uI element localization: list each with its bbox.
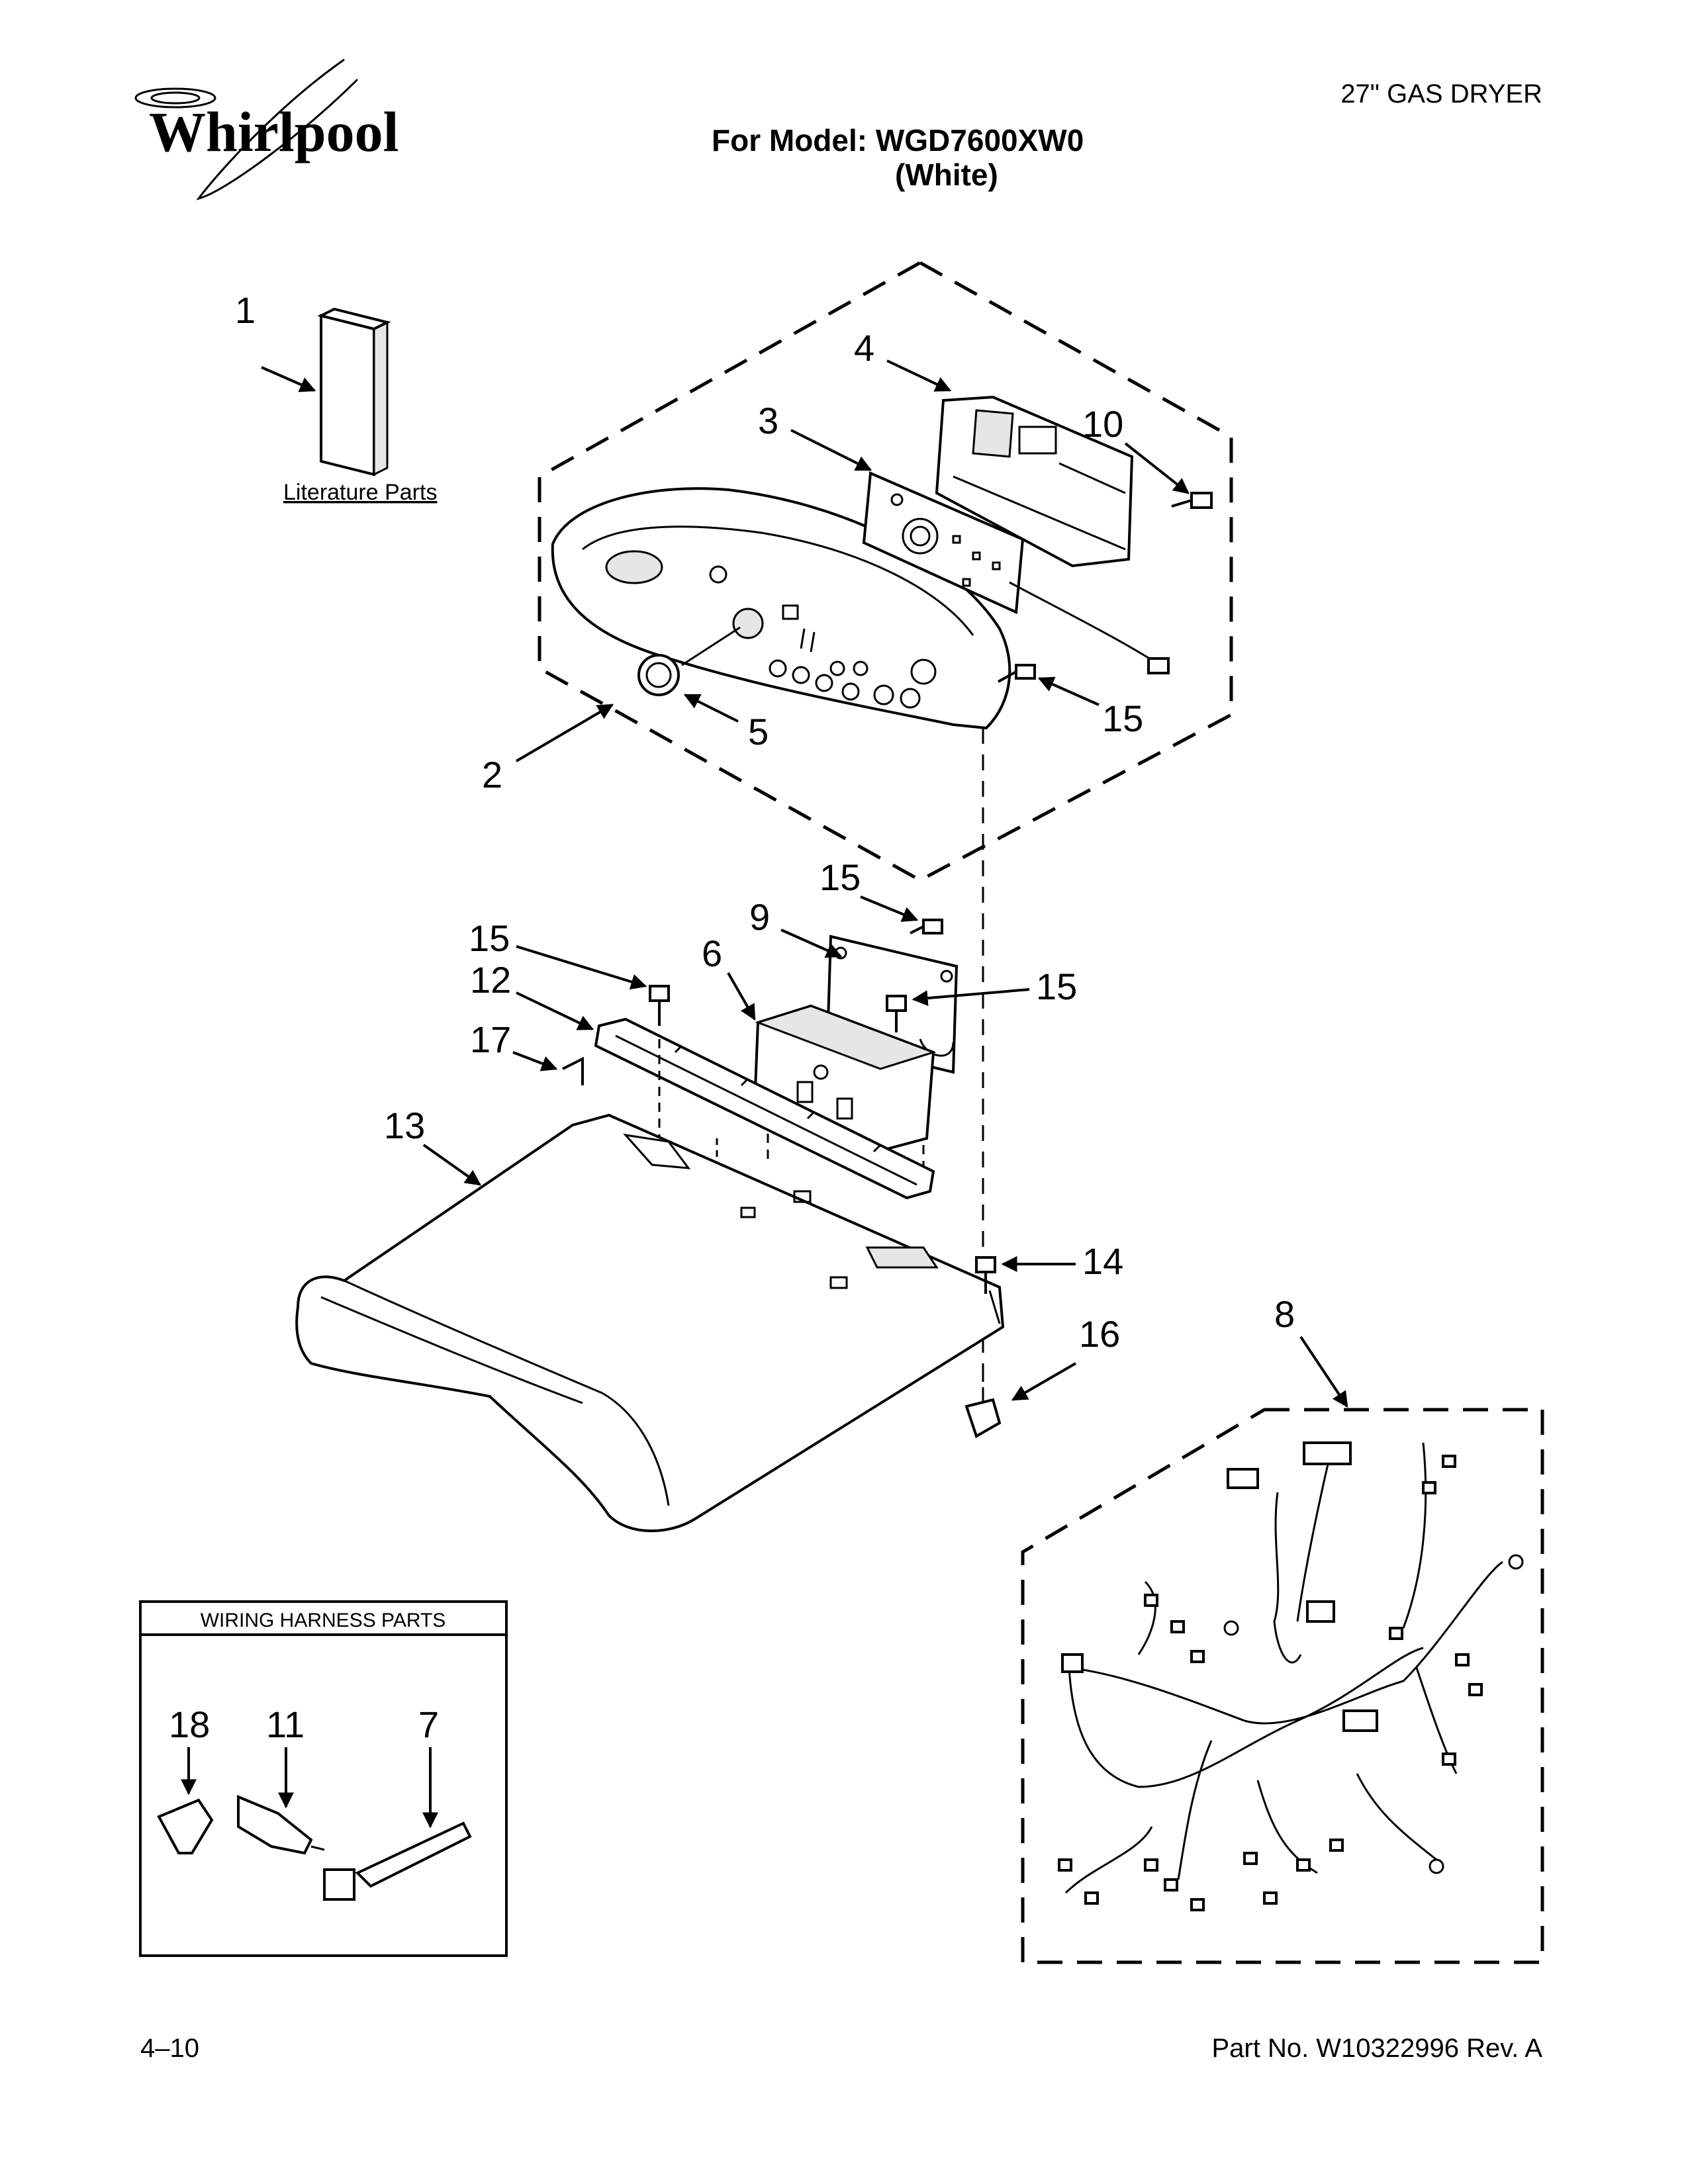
- user-interface-housing: [935, 395, 1134, 568]
- callout-14: 14: [1082, 1240, 1123, 1282]
- callout-11: 11: [266, 1704, 305, 1745]
- cable-tie-7: [323, 1821, 472, 1901]
- terminal-11: [237, 1795, 325, 1855]
- callout-9: 9: [749, 896, 770, 938]
- literature-label: Literature Parts: [283, 480, 437, 505]
- screw-15-bracket-side: [886, 995, 907, 1032]
- callouts: 1 2 3 4 5 6 7 8 9 10 11 12 13 14 15 15 1: [169, 289, 1348, 1829]
- callout-4: 4: [854, 327, 874, 369]
- callout-16: 16: [1079, 1313, 1120, 1355]
- wiring-box-title: WIRING HARNESS PARTS: [201, 1610, 446, 1631]
- knob: [637, 626, 741, 696]
- callout-15c: 15: [1036, 966, 1077, 1007]
- callout-12: 12: [470, 959, 511, 1001]
- hex-key: [562, 1056, 584, 1085]
- screw-15-bracket-top: [910, 919, 943, 934]
- console-mount-rail: [594, 1017, 935, 1200]
- screw-15-console: [998, 664, 1036, 683]
- page-number: 4–10: [140, 2034, 199, 2063]
- callout-1: 1: [235, 289, 256, 331]
- screw-15-rail: [649, 985, 670, 1152]
- color-line: (White): [895, 158, 998, 192]
- clip-16: [964, 1363, 1002, 1438]
- wiring-harness-outline: [1021, 1408, 1544, 1964]
- whirlpool-logo: Whirlpool: [134, 58, 399, 201]
- svg-text:Whirlpool: Whirlpool: [149, 100, 399, 163]
- literature-parts: Literature Parts: [283, 307, 437, 505]
- electronic-control-board: [862, 471, 1170, 674]
- callout-15a: 15: [820, 856, 861, 898]
- callout-13: 13: [384, 1105, 425, 1146]
- callout-2: 2: [482, 754, 502, 796]
- wiring-harness: [1058, 1441, 1524, 1911]
- callout-10: 10: [1082, 403, 1123, 445]
- screw-10: [1171, 492, 1213, 509]
- callout-17: 17: [470, 1019, 511, 1060]
- wiring-harness-parts-box: WIRING HARNESS PARTS: [139, 1600, 508, 1957]
- callout-8: 8: [1274, 1293, 1295, 1335]
- model-line: For Model: WGD7600XW0: [712, 123, 1084, 158]
- screw-14: [975, 1256, 996, 1294]
- callout-7: 7: [418, 1704, 439, 1745]
- dryer-top-panel: [295, 1113, 1005, 1533]
- callout-3: 3: [758, 400, 778, 441]
- callout-6: 6: [702, 933, 722, 974]
- wire-clip-18: [157, 1798, 214, 1854]
- part-number: Part No. W10322996 Rev. A: [1211, 2034, 1542, 2063]
- callout-18: 18: [169, 1704, 210, 1745]
- callout-5: 5: [748, 711, 769, 752]
- callout-15b: 15: [469, 917, 510, 959]
- callout-15d: 15: [1102, 698, 1143, 739]
- product-type: 27" GAS DRYER: [1340, 79, 1542, 109]
